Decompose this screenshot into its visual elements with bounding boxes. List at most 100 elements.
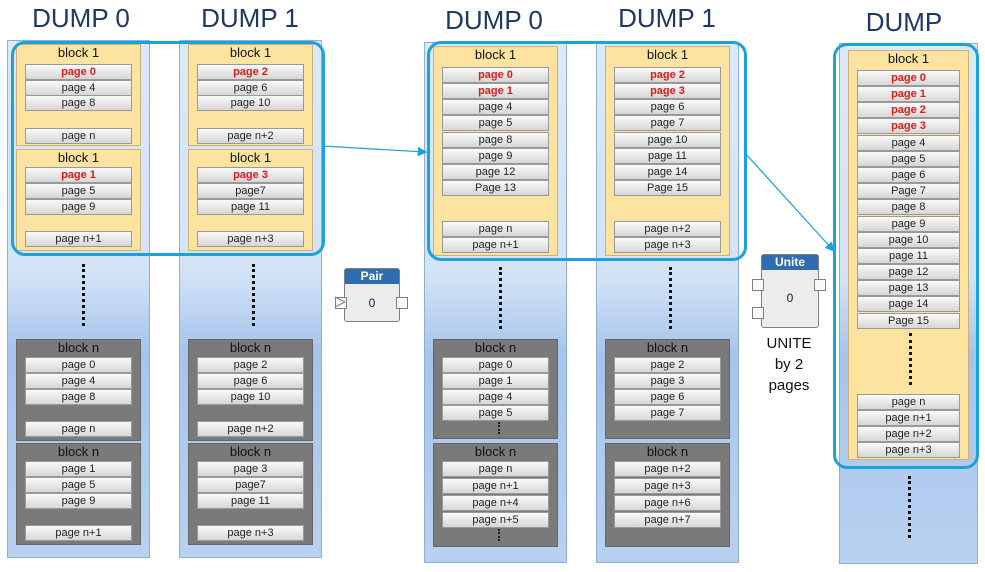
page-item: page 2 bbox=[857, 102, 960, 118]
page-item: page 12 bbox=[442, 164, 549, 180]
page-item: page 8 bbox=[857, 199, 960, 215]
page-item: page 3 bbox=[857, 118, 960, 134]
pair-input-port[interactable] bbox=[335, 297, 347, 309]
page-item: page 11 bbox=[857, 248, 960, 264]
page-item: page 9 bbox=[25, 493, 132, 509]
page-item: page n+3 bbox=[197, 525, 304, 541]
unite-arrow bbox=[743, 151, 835, 252]
page-item: page 6 bbox=[197, 80, 304, 96]
unite-node-value: 0 bbox=[786, 291, 794, 305]
block: block n page 1 page 5 page 9 page n+1 bbox=[16, 443, 141, 545]
page-item: page 1 bbox=[442, 373, 549, 389]
block: block 1 page 0 page 4 page 8 page n bbox=[16, 44, 141, 146]
block-title: block 1 bbox=[229, 150, 272, 165]
page-item: page 11 bbox=[614, 148, 721, 164]
page-item: page 4 bbox=[442, 99, 549, 115]
pair-node-title: Pair bbox=[345, 269, 399, 284]
page-item: page 4 bbox=[25, 373, 132, 389]
vertical-ellipsis bbox=[252, 264, 259, 326]
page-item: page 4 bbox=[857, 135, 960, 151]
page-item: page n+4 bbox=[442, 495, 549, 511]
unite-node[interactable]: Unite 0 bbox=[761, 254, 819, 328]
page-item: page n+2 bbox=[614, 461, 721, 477]
page-item: page n bbox=[25, 421, 132, 437]
block-title: block n bbox=[57, 444, 100, 459]
vertical-ellipsis bbox=[908, 476, 915, 538]
block: block n page 0 page 1 page 4 page 5 bbox=[433, 339, 558, 439]
page-item: page 5 bbox=[442, 115, 549, 131]
pair-node[interactable]: Pair 0 bbox=[344, 268, 400, 322]
block1-pair-group-mid bbox=[427, 41, 747, 261]
page-item: page n+5 bbox=[442, 512, 549, 528]
block: block 1 page 2 page 6 page 10 page n+2 bbox=[188, 44, 313, 146]
page-item: page 5 bbox=[442, 405, 549, 421]
page-item: page 3 bbox=[614, 373, 721, 389]
page-item: Page 15 bbox=[614, 180, 721, 196]
dump-right-title: DUMP bbox=[865, 7, 943, 37]
page-item: page n+3 bbox=[857, 442, 960, 458]
block: block n page 2 page 6 page 10 page n+2 bbox=[188, 339, 313, 441]
left-dump1-column: block 1 page 2 page 6 page 10 page n+2 b… bbox=[179, 40, 322, 558]
block-title: block 1 bbox=[57, 45, 100, 60]
page-item: page 5 bbox=[25, 477, 132, 493]
page-item: page n+1 bbox=[442, 237, 549, 253]
page-item: page 2 bbox=[614, 67, 721, 83]
page-item: page 3 bbox=[197, 461, 304, 477]
page-item: page n bbox=[442, 221, 549, 237]
page-item: page n+3 bbox=[614, 478, 721, 494]
left-dump0-column: block 1 page 0 page 4 page 8 page n bloc… bbox=[7, 40, 150, 558]
page-item: page n bbox=[442, 461, 549, 477]
page-item: Page 7 bbox=[857, 183, 960, 199]
dump0-mid-title: DUMP 0 bbox=[445, 5, 543, 35]
page-item: page 10 bbox=[857, 232, 960, 248]
page-item: page 2 bbox=[197, 64, 304, 80]
page-item: page 14 bbox=[857, 296, 960, 312]
page-item: page 8 bbox=[442, 132, 549, 148]
page-item: page 5 bbox=[25, 183, 132, 199]
page-item: page 1 bbox=[25, 167, 132, 183]
page-item: page 0 bbox=[25, 357, 132, 373]
unite-caption-line: pages bbox=[768, 377, 810, 394]
page-item: page 3 bbox=[614, 83, 721, 99]
block-title: block n bbox=[646, 444, 689, 459]
block-title: block 1 bbox=[474, 47, 517, 62]
page-item: page7 bbox=[197, 477, 304, 493]
page-item: page 0 bbox=[25, 64, 132, 80]
page-item: page 2 bbox=[197, 357, 304, 373]
unite-output-port[interactable] bbox=[814, 279, 826, 291]
block: block 1 page 1 page 5 page 9 page n+1 bbox=[16, 149, 141, 251]
block: block n page 0 page 4 page 8 page n bbox=[16, 339, 141, 441]
block-title: block 1 bbox=[229, 45, 272, 60]
block: block n page 3 page7 page 11 page n+3 bbox=[188, 443, 313, 545]
page-item: page n+7 bbox=[614, 512, 721, 528]
page-item: page 3 bbox=[197, 167, 304, 183]
page-item: page 9 bbox=[25, 199, 132, 215]
page-item: page 11 bbox=[197, 493, 304, 509]
page-item: page n+6 bbox=[614, 495, 721, 511]
page-item: page n bbox=[25, 128, 132, 144]
block1-pair-group-left bbox=[11, 41, 325, 256]
block-title: block n bbox=[57, 340, 100, 355]
page-item: page 1 bbox=[442, 83, 549, 99]
dump0-left-title: DUMP 0 bbox=[32, 3, 130, 33]
block-title: block n bbox=[229, 340, 272, 355]
unite-caption-line: UNITE bbox=[766, 335, 812, 352]
page-item: page 6 bbox=[614, 99, 721, 115]
mid-dump0-column: block 1 page 0 page 1 page 4 page 5 page… bbox=[424, 42, 567, 563]
right-dump-column: block 1 page 0 page 1 page 2 page 3 page… bbox=[839, 43, 978, 564]
block: block 1 page 2 page 3 page 6 page 7 page… bbox=[605, 46, 730, 256]
page-item: page 9 bbox=[442, 148, 549, 164]
unite-input-port-1[interactable] bbox=[752, 279, 764, 291]
vertical-ellipsis bbox=[909, 333, 916, 385]
page-item: page 5 bbox=[857, 151, 960, 167]
page-item: page n+3 bbox=[197, 231, 304, 247]
page-item: page n+1 bbox=[442, 478, 549, 494]
page-item: page n+2 bbox=[197, 421, 304, 437]
page-item: page n+2 bbox=[614, 221, 721, 237]
unite-input-port-2[interactable] bbox=[752, 307, 764, 319]
dump1-left-title: DUMP 1 bbox=[201, 3, 299, 33]
page-item: page 4 bbox=[442, 389, 549, 405]
pair-output-port[interactable] bbox=[396, 297, 408, 309]
page-item: page 2 bbox=[614, 357, 721, 373]
page-item: page 9 bbox=[857, 216, 960, 232]
